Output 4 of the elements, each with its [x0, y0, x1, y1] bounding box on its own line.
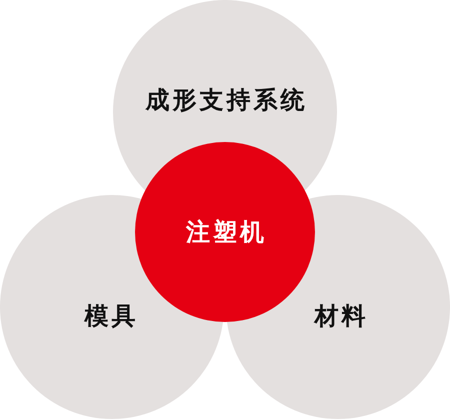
circle-label: 注塑机	[184, 218, 267, 246]
circle-label: 模具	[83, 302, 138, 330]
circle-label: 成形支持系统	[144, 86, 308, 114]
circle-label: 材料	[312, 302, 368, 330]
